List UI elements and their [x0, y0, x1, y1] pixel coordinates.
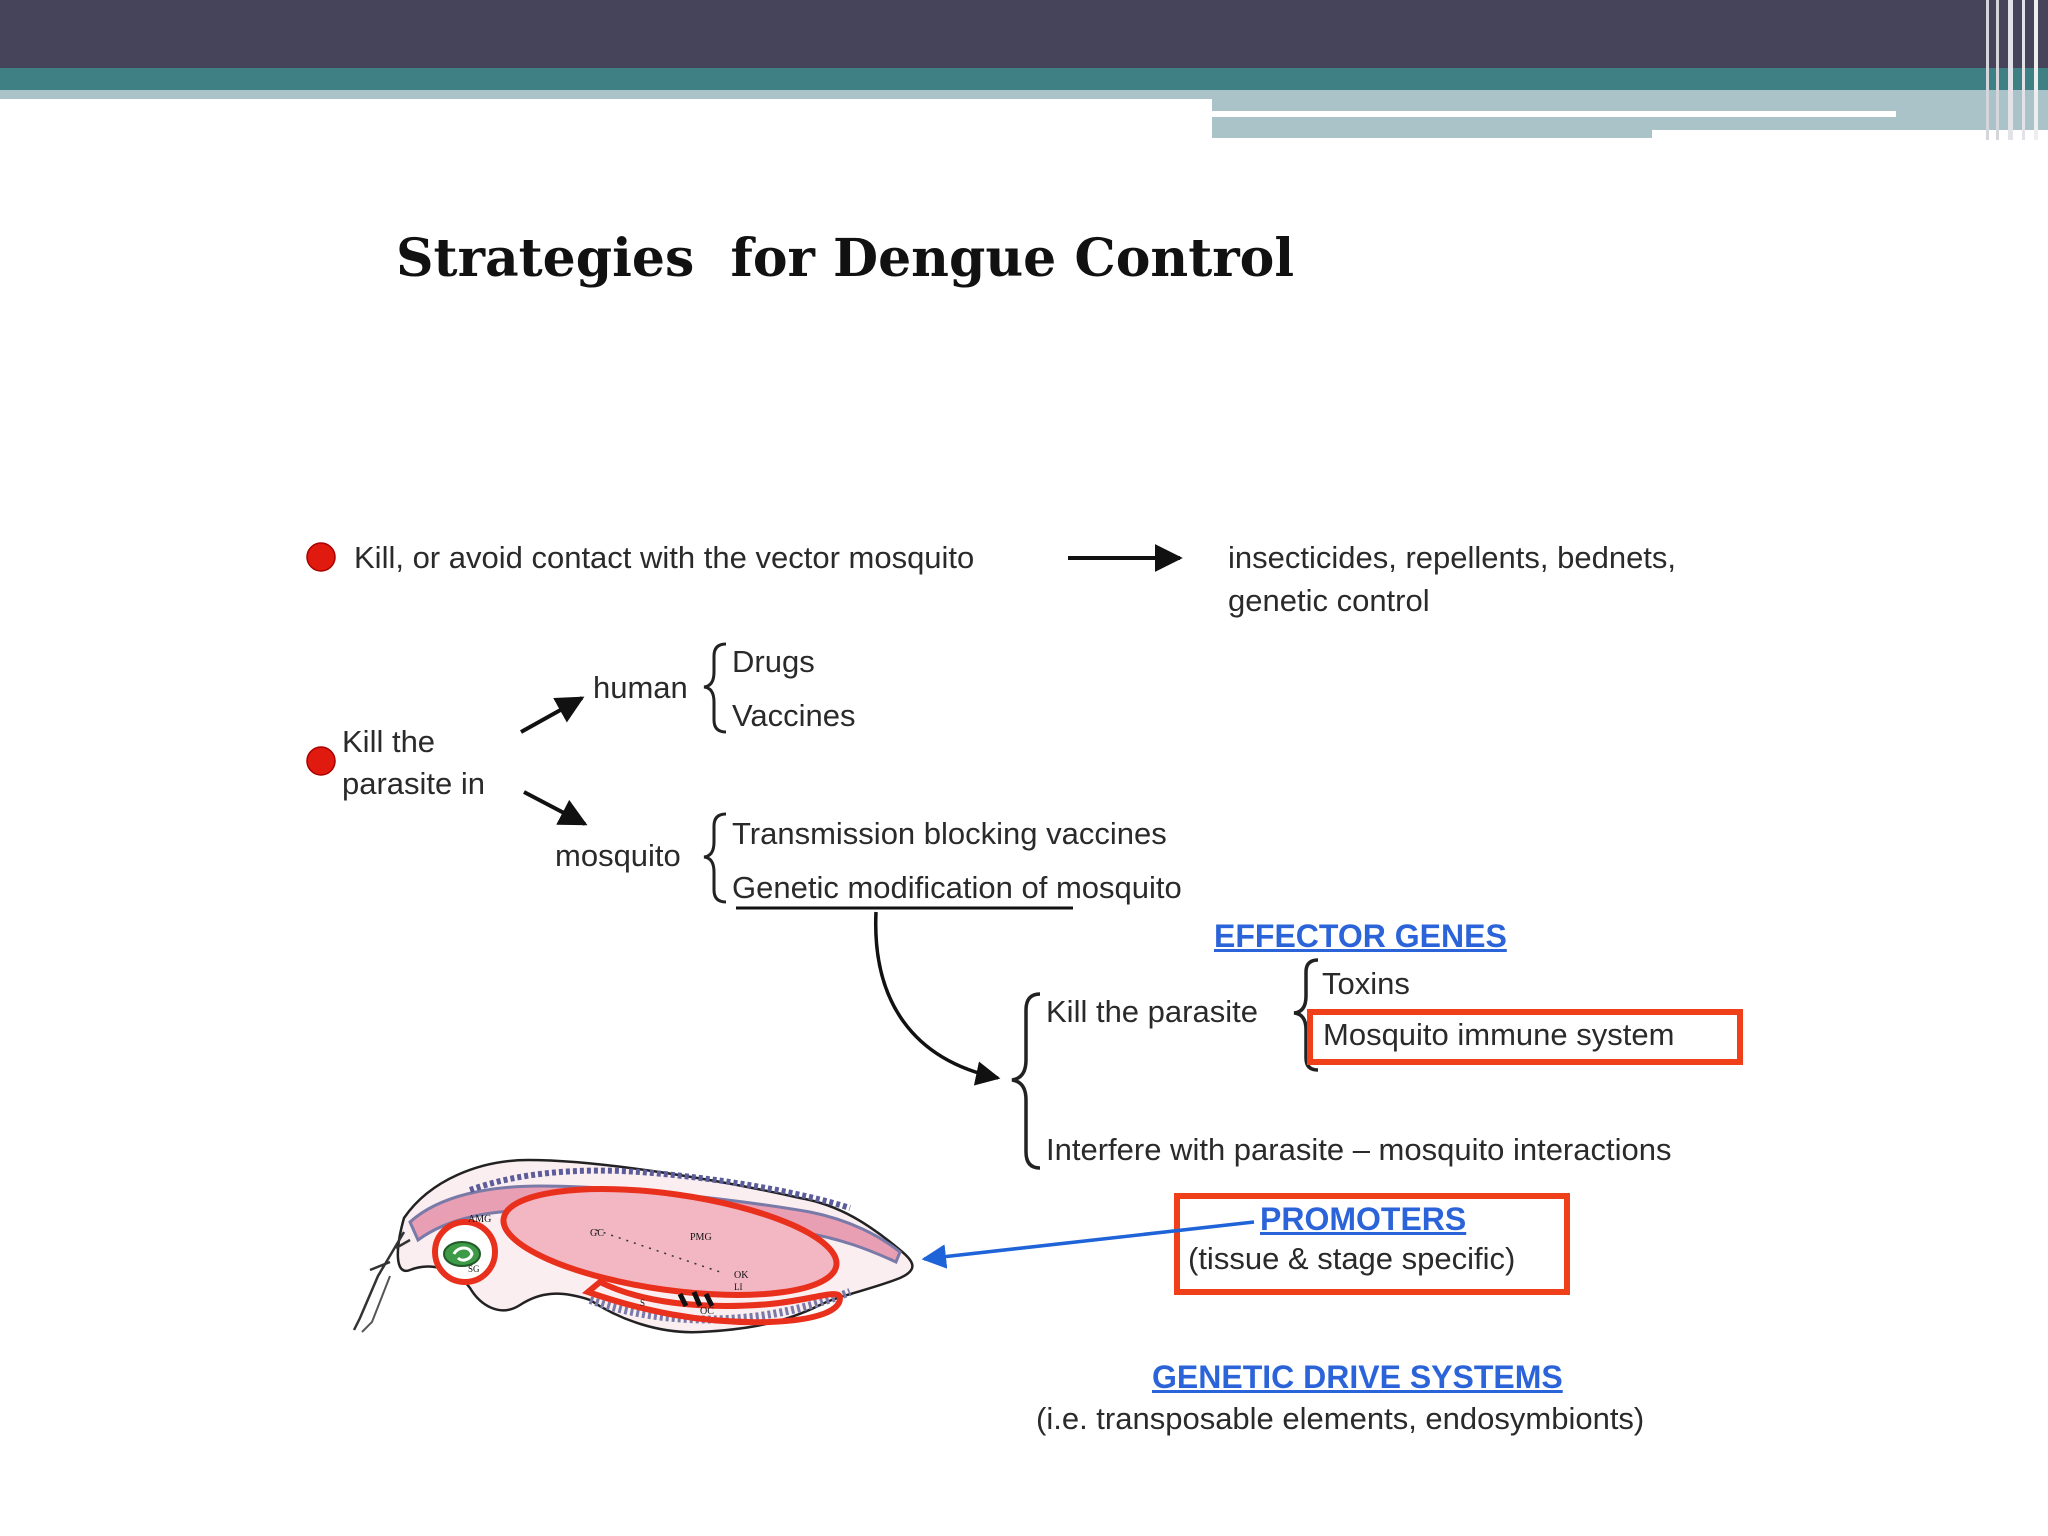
- bullet-strategy1: [306, 542, 336, 572]
- mosquito-illustration: AMG SG GC PMG OK LI S OC: [352, 1158, 914, 1334]
- arrow-to-mosquito: [523, 790, 588, 826]
- brace-effector: [1011, 992, 1041, 1170]
- mosquito-label-oc: OC: [700, 1306, 714, 1317]
- kill-parasite-label: Kill the parasite: [1046, 994, 1258, 1029]
- bullet-strategy2: [306, 746, 336, 776]
- slide-title: Strategies for Dengue Control: [396, 228, 1295, 289]
- genetic-drive-heading[interactable]: GENETIC DRIVE SYSTEMS: [1152, 1359, 1563, 1395]
- arrow-to-human: [520, 696, 585, 734]
- brace-mosquito: [703, 812, 727, 904]
- kill-parasite-item-immune-system: Mosquito immune system: [1323, 1017, 1675, 1052]
- human-label: human: [593, 670, 688, 705]
- mosquito-label-ok: OK: [734, 1270, 749, 1281]
- arrow-promoters-to-mosquito: [921, 1220, 1255, 1269]
- mosquito-label-gc: GC: [590, 1228, 604, 1239]
- interfere-label: Interfere with parasite – mosquito inter…: [1046, 1132, 1672, 1167]
- strategy1-result-line1: insecticides, repellents, bednets,: [1228, 540, 1677, 575]
- kill-parasite-item-toxins: Toxins: [1322, 966, 1410, 1001]
- box-promoters: [1174, 1193, 1570, 1295]
- strategy2-label-line1: Kill the: [342, 724, 436, 759]
- header-band: [0, 0, 2048, 140]
- strategy1-result-line2: genetic control: [1228, 583, 1430, 618]
- mosquito-item-genetic-modification: Genetic modification of mosquito: [732, 870, 1182, 905]
- promoters-subtext: (tissue & stage specific): [1188, 1241, 1516, 1276]
- strategy2-label-line2: parasite in: [342, 766, 486, 801]
- mosquito-item-transmission-blocking: Transmission blocking vaccines: [732, 816, 1167, 851]
- brace-human: [703, 642, 727, 734]
- human-item-drugs: Drugs: [732, 644, 815, 679]
- mosquito-label: mosquito: [555, 838, 681, 873]
- mosquito-label-amg: AMG: [468, 1214, 491, 1225]
- arrow-to-effector-genes: [874, 911, 1001, 1086]
- effector-genes-heading[interactable]: EFFECTOR GENES: [1214, 918, 1507, 954]
- mosquito-label-s: S: [640, 1298, 645, 1308]
- mosquito-label-sg: SG: [468, 1264, 480, 1274]
- box-mosquito-immune-system: [1307, 1009, 1743, 1065]
- genetic-drive-subtext: (i.e. transposable elements, endosymbion…: [1036, 1401, 1645, 1436]
- human-item-vaccines: Vaccines: [732, 698, 856, 733]
- mosquito-label-li: LI: [734, 1282, 743, 1292]
- strategy1-label: Kill, or avoid contact with the vector m…: [354, 540, 975, 575]
- mosquito-label-pmg: PMG: [690, 1232, 712, 1243]
- brace-kill-parasite: [1293, 958, 1319, 1072]
- promoters-heading[interactable]: PROMOTERS: [1260, 1201, 1467, 1237]
